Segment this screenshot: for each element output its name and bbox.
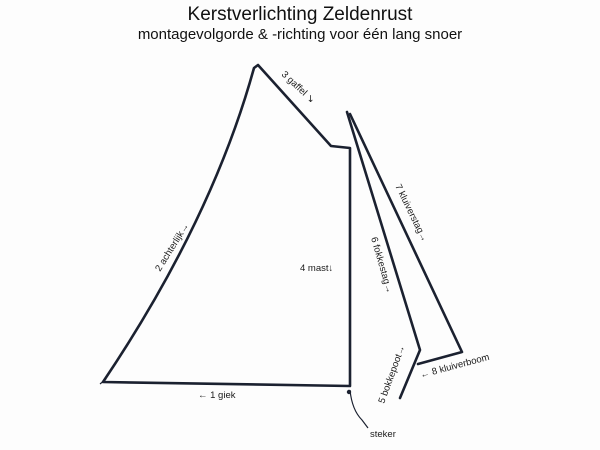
steker-plug-icon: [346, 389, 352, 395]
steker-wire: [349, 389, 369, 429]
jib-outline: [348, 112, 464, 366]
label-kluiverboom: ← 8 kluiverboom: [419, 352, 491, 381]
label-giek: ← 1 giek: [198, 390, 236, 401]
main-sail-outline: [101, 63, 352, 388]
fore-sail-outline: [345, 110, 422, 400]
label-mast: 4 mast↓: [300, 263, 333, 274]
label-steker: steker: [370, 429, 396, 440]
label-gaffel: 3 gaffel ↘: [279, 69, 317, 105]
diagram-title: Kerstverlichting Zeldenrust: [187, 4, 413, 25]
label-bokkepoot: 5 bokkepoot→: [376, 344, 407, 405]
giek-end-mark: [99, 378, 107, 385]
label-fokkestag: 6 fokkestag→: [368, 236, 395, 295]
diagram-subtitle: montagevolgorde & -richting voor één lan…: [137, 26, 463, 43]
